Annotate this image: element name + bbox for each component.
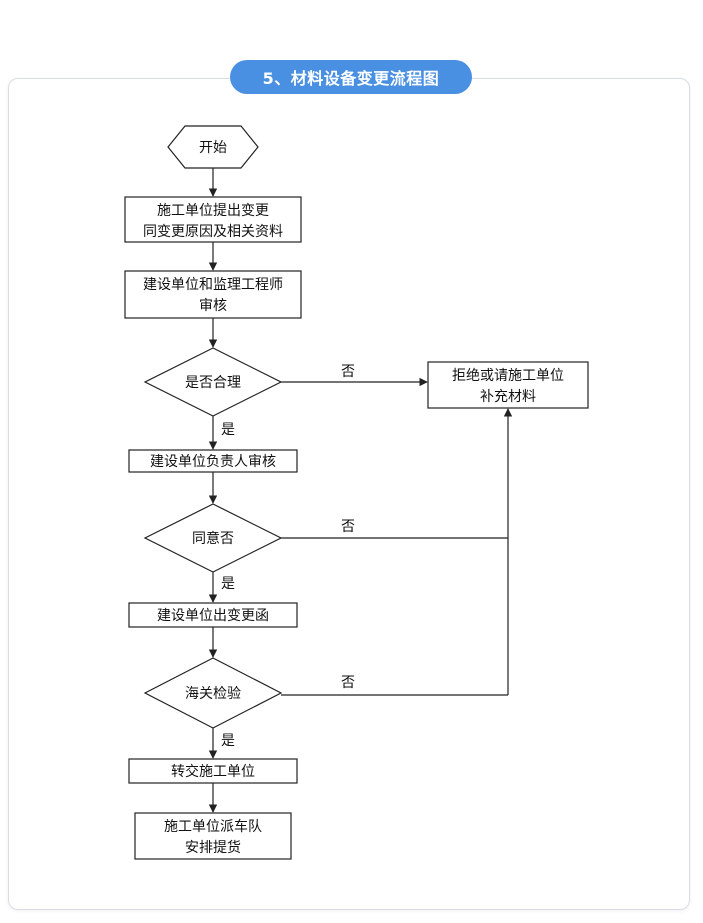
decision-reasonable-label: 是否合理: [185, 375, 241, 391]
step-review-box: [124, 270, 302, 319]
step-pickup-line1: 施工单位派车队: [164, 818, 262, 835]
step-review-line1: 建设单位和监理工程师: [143, 277, 283, 293]
start-node: [167, 125, 259, 169]
step-transfer-label: 转交施工单位: [171, 763, 255, 780]
label-no-agree: 否: [341, 519, 355, 535]
step-pickup-box: [134, 812, 292, 860]
label-yes-reasonable: 是: [221, 422, 235, 438]
step-reject-box: [427, 361, 589, 409]
decision-agree-label: 同意否: [192, 530, 234, 547]
step-issue-letter-label: 建设单位出变更函: [157, 608, 269, 624]
step-owner-review-label: 建设单位负责人审核: [150, 454, 276, 470]
step-submit-box: [124, 196, 302, 243]
label-yes-customs: 是: [221, 733, 235, 749]
step-review-line2: 审核: [199, 298, 227, 314]
flowchart-title: 5、材料设备变更流程图: [230, 60, 472, 94]
decision-customs-label: 海关检验: [185, 686, 241, 702]
step-pickup-line2: 安排提货: [185, 839, 241, 856]
step-reject-line1: 拒绝或请施工单位: [452, 368, 564, 384]
step-submit-line1: 施工单位提出变更: [157, 203, 269, 219]
label-no-customs: 否: [341, 675, 355, 691]
flowchart-card: [8, 78, 690, 910]
label-yes-agree: 是: [221, 576, 235, 592]
label-no-reasonable: 否: [341, 364, 355, 380]
start-label: 开始: [199, 140, 227, 156]
step-reject-line2: 补充材料: [480, 389, 536, 405]
step-submit-line2: 同变更原因及相关资料: [143, 224, 283, 240]
